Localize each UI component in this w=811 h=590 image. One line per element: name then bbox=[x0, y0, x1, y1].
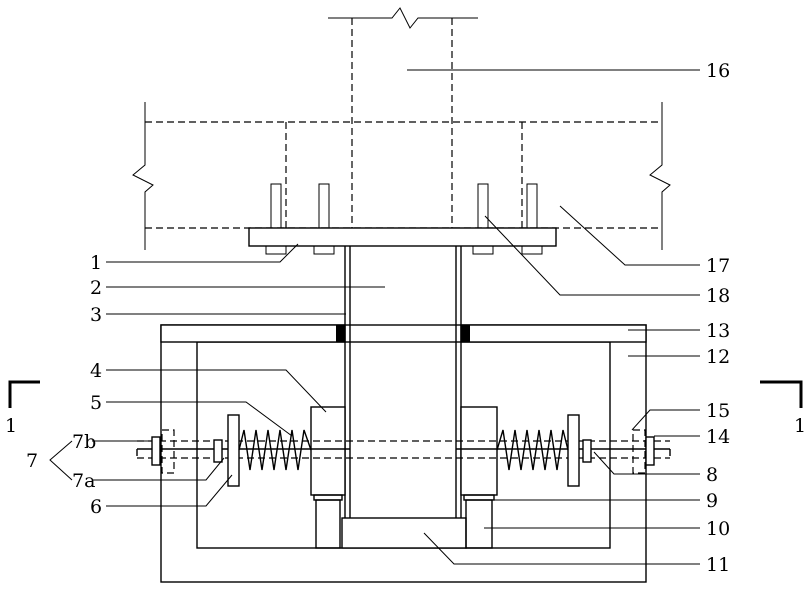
left-spring-plate bbox=[228, 415, 239, 486]
label-13: 13 bbox=[706, 320, 730, 342]
leader-lines bbox=[50, 70, 700, 564]
label-12: 12 bbox=[706, 346, 730, 368]
label-6: 6 bbox=[90, 496, 102, 518]
cover-plates bbox=[161, 325, 646, 342]
label-3: 3 bbox=[90, 304, 102, 326]
left-slider bbox=[311, 407, 345, 548]
label-5: 5 bbox=[90, 392, 102, 414]
label-10: 10 bbox=[706, 518, 730, 540]
label-14: 14 bbox=[706, 426, 730, 448]
right-spring bbox=[497, 430, 568, 470]
top-plate bbox=[249, 228, 556, 246]
label-7a: 7a bbox=[72, 470, 95, 492]
upper-column bbox=[328, 8, 478, 228]
right-end-fitting bbox=[583, 430, 654, 473]
label-4: 4 bbox=[90, 360, 102, 382]
section-marks bbox=[10, 382, 801, 408]
left-spring bbox=[239, 430, 311, 470]
label-7: 7 bbox=[26, 450, 38, 472]
label-15: 15 bbox=[706, 400, 730, 422]
part-labels: 1 2 3 4 5 6 7 7b 7a 16 17 18 13 12 15 14… bbox=[5, 60, 806, 576]
label-8: 8 bbox=[706, 464, 718, 486]
label-7b: 7b bbox=[72, 431, 96, 453]
right-slider bbox=[461, 407, 497, 548]
label-18: 18 bbox=[706, 285, 730, 307]
label-1: 1 bbox=[90, 252, 102, 274]
label-11: 11 bbox=[706, 554, 730, 576]
label-16: 16 bbox=[706, 60, 730, 82]
left-end-fitting bbox=[152, 430, 222, 473]
label-9: 9 bbox=[706, 490, 718, 512]
central-column bbox=[345, 246, 461, 548]
section-label-right: 1 bbox=[794, 415, 806, 437]
label-2: 2 bbox=[90, 277, 102, 299]
label-17: 17 bbox=[706, 255, 730, 277]
right-spring-plate bbox=[568, 415, 579, 486]
section-label-left: 1 bbox=[5, 415, 17, 437]
base-block bbox=[342, 518, 466, 548]
